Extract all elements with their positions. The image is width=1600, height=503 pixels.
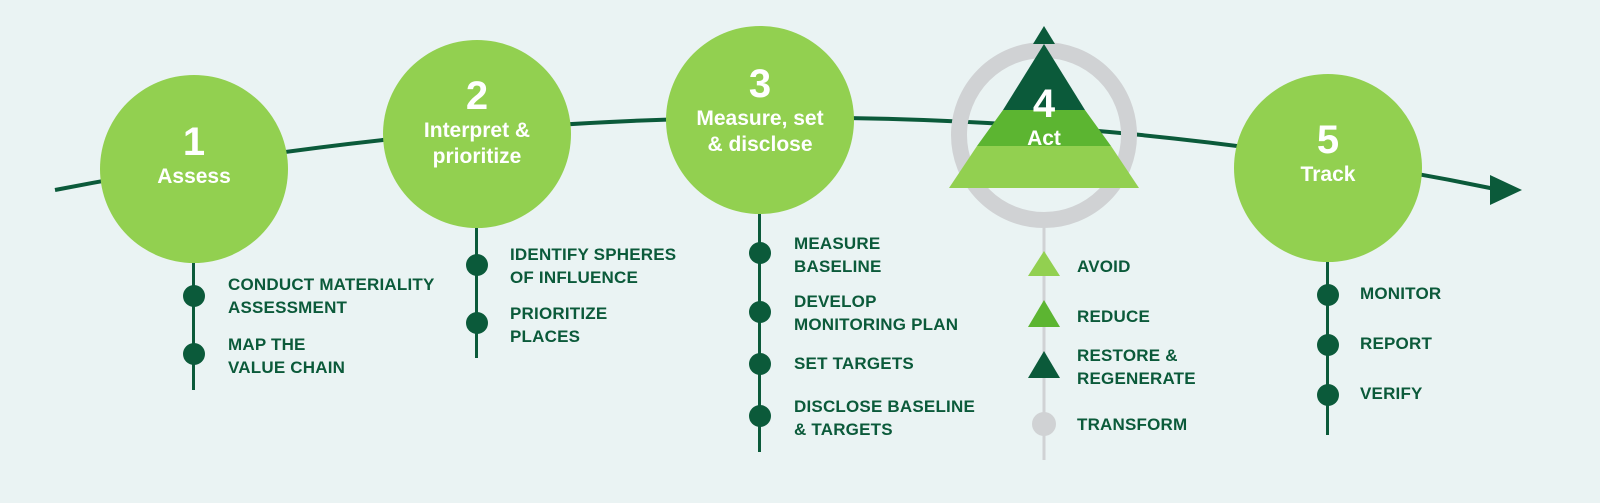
mid-green-triangle-icon bbox=[1028, 300, 1060, 327]
stage-2-name-line-1: Interpret & bbox=[423, 119, 531, 142]
stage-5-label: 5 Track bbox=[1234, 118, 1422, 188]
stage-3-step-2-bullet bbox=[749, 301, 771, 323]
timeline-arrowhead-icon bbox=[1490, 175, 1522, 205]
stage-1-name: Assess bbox=[157, 165, 231, 188]
stage-2-name-line-2: prioritize bbox=[432, 145, 522, 168]
stage-1-step-1: CONDUCT MATERIALITY ASSESSMENT bbox=[228, 275, 435, 317]
dark-green-triangle-icon bbox=[1028, 351, 1060, 378]
light-green-triangle-icon bbox=[1028, 251, 1060, 276]
act-pyramid-middle-tier bbox=[977, 110, 1111, 146]
stage-5-step-1: MONITOR bbox=[1360, 284, 1442, 303]
stage-4-name: Act bbox=[1027, 127, 1061, 150]
stage-3-step-1-bullet bbox=[749, 242, 771, 264]
stage-4-step-transform: TRANSFORM bbox=[1077, 415, 1188, 434]
stage-2-circle bbox=[383, 40, 571, 228]
stage-1-label: 1 Assess bbox=[100, 120, 288, 190]
stage-4-label: 4 Act bbox=[994, 82, 1094, 152]
stage-3-number: 3 bbox=[748, 62, 772, 106]
stage-2-step-2: PRIORITIZE PLACES bbox=[510, 304, 608, 346]
stage-5-name: Track bbox=[1300, 163, 1356, 186]
stage-5-step-2: REPORT bbox=[1360, 334, 1433, 353]
stage-4-step-restore: RESTORE & REGENERATE bbox=[1077, 346, 1196, 388]
stage-3-step-4: DISCLOSE BASELINE & TARGETS bbox=[794, 397, 975, 439]
stage-3-step-4-bullet bbox=[749, 405, 771, 427]
stage-1-circle bbox=[100, 75, 288, 263]
stage-2-step-2-bullet bbox=[466, 312, 488, 334]
stage-5-step-1-bullet bbox=[1317, 284, 1339, 306]
stage-1-step-2: MAP THE VALUE CHAIN bbox=[228, 335, 346, 377]
stage-2-label: 2 Interpret & prioritize bbox=[383, 74, 571, 170]
stage-2-number: 2 bbox=[465, 74, 489, 118]
stage-3-name-line-1: Measure, set bbox=[696, 107, 824, 130]
stage-3-step-3: SET TARGETS bbox=[794, 354, 914, 373]
stage-3-step-2: DEVELOP MONITORING PLAN bbox=[794, 292, 959, 334]
stage-1-step-1-bullet bbox=[183, 285, 205, 307]
stage-1-step-2-bullet bbox=[183, 343, 205, 365]
stage-3-label: 3 Measure, set & disclose bbox=[666, 62, 854, 158]
stage-5-step-3-bullet bbox=[1317, 384, 1339, 406]
stage-5-step-2-bullet bbox=[1317, 334, 1339, 356]
stage-3-step-1: MEASURE BASELINE bbox=[794, 234, 882, 276]
act-pyramid-top-arrow-icon bbox=[1033, 26, 1055, 44]
stage-4-step-reduce: REDUCE bbox=[1077, 307, 1150, 326]
stage-1-number: 1 bbox=[182, 120, 206, 164]
stage-3-step-3-bullet bbox=[749, 353, 771, 375]
stage-5-circle bbox=[1234, 74, 1422, 262]
stage-4-number: 4 bbox=[1032, 82, 1056, 126]
stage-3-name-line-2: & disclose bbox=[707, 133, 813, 156]
stage-2-step-1-bullet bbox=[466, 254, 488, 276]
stage-3-circle bbox=[666, 26, 854, 214]
act-pyramid-top-tier bbox=[1003, 44, 1085, 110]
stage-2-connector-line bbox=[475, 200, 478, 358]
stage-2-step-1: IDENTIFY SPHERES OF INFLUENCE bbox=[510, 245, 677, 287]
stage-4-step-avoid: AVOID bbox=[1077, 257, 1131, 276]
gray-circle-icon bbox=[1032, 412, 1056, 436]
stage-5-step-3: VERIFY bbox=[1360, 384, 1423, 403]
stage-3-connector-line bbox=[758, 200, 761, 452]
stage-1-connector-line bbox=[192, 250, 195, 390]
act-pyramid-bottom-tier bbox=[949, 146, 1139, 188]
stage-5-number: 5 bbox=[1316, 118, 1340, 162]
